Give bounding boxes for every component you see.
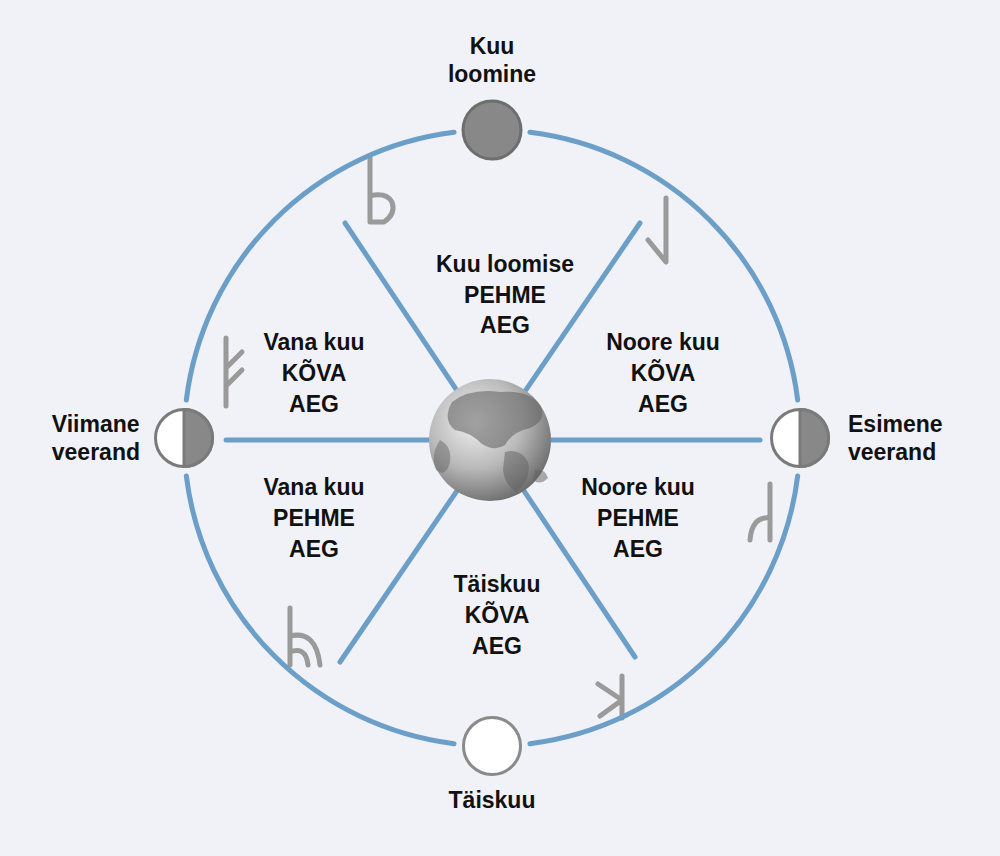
sector-label: AEG <box>638 391 688 419</box>
phase-name: Viimane veerand <box>52 410 140 466</box>
moon-phase-icon <box>460 714 524 778</box>
spokes <box>226 223 760 662</box>
sector-label: Täiskuu <box>454 571 541 599</box>
sector-label: AEG <box>613 536 663 564</box>
phase-name: Kuu loomine <box>448 32 536 88</box>
moon-phase-node: Kuu loomine <box>448 32 536 162</box>
sector-label: KÕVA <box>282 360 347 388</box>
sector-label: AEG <box>289 536 339 564</box>
sector-label: KÕVA <box>631 360 696 388</box>
orbit-arc <box>530 476 798 744</box>
moon-phase-node: Esimene veerand <box>768 406 943 470</box>
sector-label: Kuu loomise <box>436 251 574 279</box>
moon-phase-icon <box>460 98 524 162</box>
phase-name: Esimene veerand <box>848 410 943 466</box>
sector-label: PEHME <box>597 505 679 533</box>
orbit-arc <box>186 476 454 744</box>
sector-label: PEHME <box>464 282 546 310</box>
sector-label: Vana kuu <box>264 474 365 502</box>
sector-label: Noore kuu <box>606 329 720 357</box>
sector-label: AEG <box>472 633 522 661</box>
moon-phase-node: Viimane veerand <box>52 406 216 470</box>
sector-label: PEHME <box>273 505 355 533</box>
sector-label: AEG <box>480 312 530 340</box>
sector-label: KÕVA <box>465 602 530 630</box>
sector-label: Vana kuu <box>264 329 365 357</box>
sector-label: Noore kuu <box>581 474 695 502</box>
phase-name: Täiskuu <box>449 786 536 814</box>
moon-phase-icon <box>152 406 216 470</box>
moon-phase-icon <box>768 406 832 470</box>
orbit-arc <box>186 132 454 400</box>
earth-globe <box>429 379 551 501</box>
rune-symbols <box>226 158 770 718</box>
sector-label: AEG <box>289 391 339 419</box>
moon-phase-node: Täiskuu <box>449 714 536 814</box>
